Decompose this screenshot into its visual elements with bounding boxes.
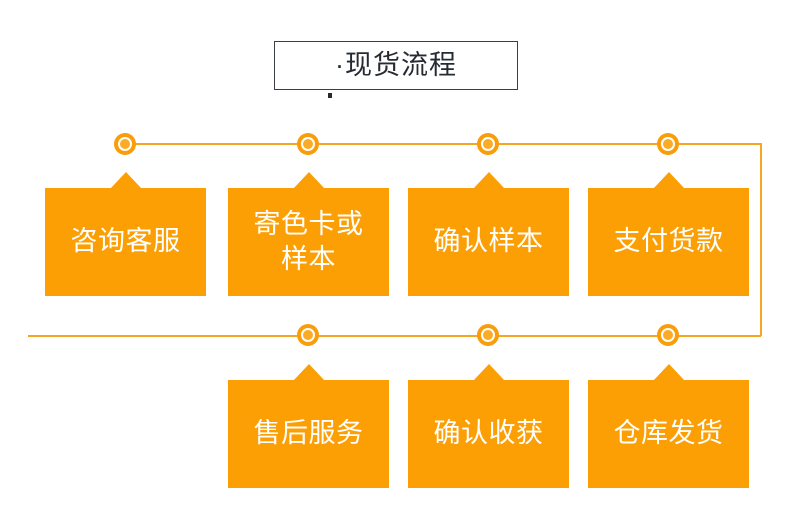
node-circle-icon-5 — [297, 324, 319, 346]
flow-step-1[interactable]: 咨询客服 — [45, 172, 206, 296]
step-pointer-icon-4 — [652, 172, 685, 189]
flow-step-3-label: 确认样本 — [433, 226, 544, 257]
node-circle-icon-7 — [657, 324, 679, 346]
flow-step-6-label: 确认收获 — [433, 418, 544, 449]
connector-line-row1 — [120, 143, 761, 145]
flow-step-5-label: 仓库发货 — [613, 418, 724, 449]
connector-line-row2 — [28, 335, 761, 337]
step-pointer-icon-5 — [652, 364, 685, 381]
node-circle-icon-4 — [657, 133, 679, 155]
title-bullet-dot — [328, 93, 332, 98]
diagram-title-box: ·现货流程 — [274, 41, 518, 90]
flow-step-2[interactable]: 寄色卡或 样本 — [228, 172, 389, 296]
flow-step-2-label: 寄色卡或 样本 — [253, 208, 364, 274]
step-pointer-icon-1 — [109, 172, 142, 189]
step-pointer-icon-2 — [292, 172, 325, 189]
node-circle-icon-2 — [297, 133, 319, 155]
node-circle-icon-1 — [114, 133, 136, 155]
step-pointer-icon-3 — [472, 172, 505, 189]
node-circle-icon-3 — [477, 133, 499, 155]
step-pointer-icon-6 — [472, 364, 505, 381]
page-title: ·现货流程 — [335, 50, 457, 80]
flow-step-7-label: 售后服务 — [253, 418, 364, 449]
flow-step-1-label: 咨询客服 — [70, 226, 181, 257]
node-circle-icon-6 — [477, 324, 499, 346]
flow-step-5[interactable]: 仓库发货 — [588, 364, 749, 488]
flow-step-4[interactable]: 支付货款 — [588, 172, 749, 296]
flow-step-3[interactable]: 确认样本 — [408, 172, 569, 296]
step-pointer-icon-7 — [292, 364, 325, 381]
flow-step-4-label: 支付货款 — [613, 226, 724, 257]
flow-step-6[interactable]: 确认收获 — [408, 364, 569, 488]
connector-line-right-vertical — [760, 143, 762, 336]
flow-step-7[interactable]: 售后服务 — [228, 364, 389, 488]
